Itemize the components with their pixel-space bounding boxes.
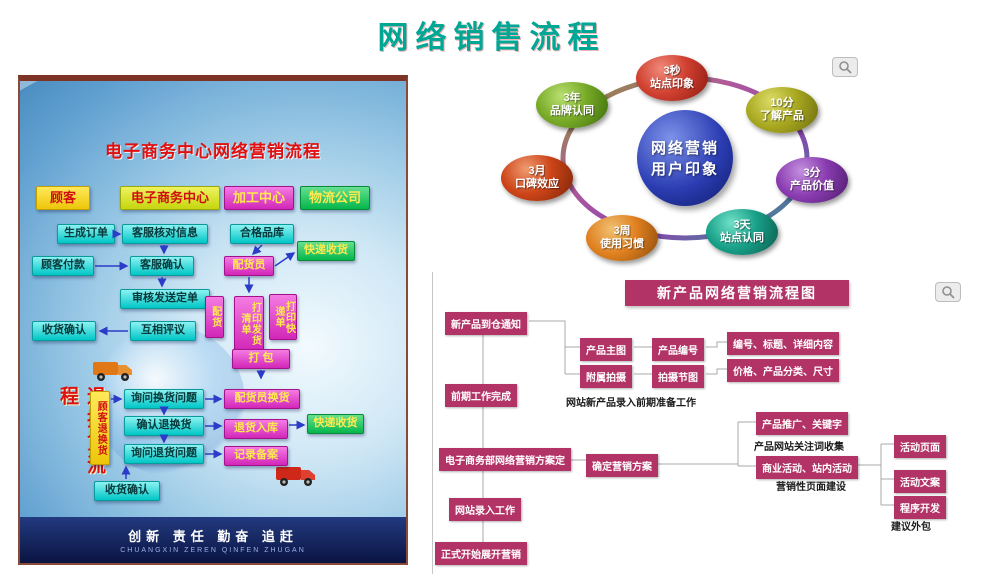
fc-site-entry: 网站录入工作: [449, 498, 521, 521]
fc-confirm-plan: 确定营销方案: [586, 454, 658, 477]
poster-slogan-pinyin: CHUANGXIN ZEREN QINFEN ZHUGAN: [120, 547, 306, 554]
node-label: 站点认同: [720, 232, 764, 244]
returns-customer-return: 顾客退换货: [90, 391, 110, 465]
cycle-node-3mo: 3月 口碑效应: [501, 155, 573, 201]
cycle-center-line1: 网络营销: [650, 140, 719, 157]
node-label: 口碑效应: [515, 178, 559, 190]
node-label: 站点印象: [650, 78, 694, 90]
zoom-icon[interactable]: [832, 57, 858, 77]
cycle-node-3min: 3分 产品价值: [776, 157, 848, 203]
fc-promo-keywords: 产品推广、关键字: [756, 412, 848, 435]
node-time: 3年: [563, 91, 581, 104]
flow-pack: 打 包: [232, 349, 290, 369]
flow-express-receive: 快递收货: [297, 241, 355, 261]
fc-shoot-detail: 拍摄节图: [652, 365, 704, 388]
fc-extra-shoot: 附属拍摄: [580, 365, 632, 388]
node-time: 3月: [528, 164, 546, 177]
returns-record-file: 记录备案: [224, 446, 288, 466]
fc-prep-note: 网站新产品录入前期准备工作: [566, 398, 696, 409]
poster-title: 电子商务中心网络营销流程: [105, 142, 321, 161]
fc-dev: 程序开发: [894, 496, 946, 519]
fc-launch: 正式开始展开营销: [435, 542, 527, 565]
returns-ask-return: 询问退货问题: [124, 444, 204, 464]
node-label: 使用习惯: [600, 238, 644, 250]
fc-price-category: 价格、产品分类、尺寸: [727, 359, 839, 382]
fc-no-title-detail: 编号、标题、详细内容: [727, 332, 839, 355]
cycle-node-10m: 10分 了解产品: [746, 87, 818, 133]
cycle-node-3d: 3天 站点认同: [706, 209, 778, 255]
returns-ask-exchange: 询问换货问题: [124, 389, 204, 409]
zoom-icon[interactable]: [935, 282, 961, 302]
cycle-center: 网络营销 用户印象: [637, 110, 733, 206]
flow-print-express-sheet: 打印快递单: [269, 294, 297, 340]
node-label: 品牌认同: [550, 105, 594, 117]
flow-create-order: 生成订单: [57, 224, 115, 244]
fc-arrival: 新产品到仓通知: [445, 312, 527, 335]
node-time: 10分: [770, 96, 794, 109]
poster-footer: 创新 责任 勤奋 追赶 CHUANGXIN ZEREN QINFEN ZHUGA…: [20, 517, 406, 563]
fc-marketing-pages: 营销性页面建设: [776, 482, 846, 493]
new-product-marketing-flowchart: 新产品网络营销流程图 新产品到仓通知 前期工作完成 电子商务部网络营销方案定 网…: [432, 272, 978, 574]
cycle-node-3y: 3年 品牌认同: [536, 82, 608, 128]
cycle-center-line2: 用户印象: [650, 161, 719, 178]
flow-audit-send-order: 审核发送定单: [120, 289, 210, 309]
fc-prep-done: 前期工作完成: [445, 384, 517, 407]
lane-processing: 加工中心: [224, 186, 294, 210]
delivery-truck-icon: [276, 467, 315, 486]
flow-verify-info: 客服核对信息: [122, 224, 208, 244]
flow-pick-goods: 配货: [205, 296, 224, 338]
flow-picker: 配货员: [224, 256, 274, 276]
lane-logistics: 物流公司: [300, 186, 370, 210]
node-time: 3分: [803, 166, 821, 179]
flow-print-delivery-list: 打印发货清单: [234, 296, 264, 352]
node-time: 3秒: [663, 64, 681, 77]
returns-express-receive: 快递收货: [307, 414, 364, 434]
flow-receive-confirm: 收货确认: [32, 321, 96, 341]
fc-activity-copy: 活动文案: [894, 470, 946, 493]
lane-ecommerce: 电子商务中心: [120, 186, 220, 210]
returns-receive-confirm: 收货确认: [94, 481, 160, 501]
node-time: 3周: [613, 224, 631, 237]
fc-activity-page: 活动页面: [894, 435, 946, 458]
fc-product-no: 产品编号: [652, 338, 704, 361]
cycle-node-3w: 3周 使用习惯: [586, 215, 658, 261]
returns-confirm-return: 确认退换货: [124, 416, 204, 436]
ecommerce-flow-poster: 电子商务中心网络营销流程 顾客 电子商务中心 加工中心 物流公司 生成订单 客服…: [18, 75, 408, 565]
fc-biz-activity: 商业活动、站内活动: [756, 456, 858, 479]
flow-qualified-store: 合格品库: [230, 224, 294, 244]
cycle-node-3s: 3秒 站点印象: [636, 55, 708, 101]
fc-outsource: 建议外包: [891, 522, 931, 533]
flow-service-confirm: 客服确认: [130, 256, 194, 276]
fc-keyword-collect: 产品网站关注词收集: [754, 442, 844, 453]
poster-slogan: 创新 责任 勤奋 追赶: [128, 529, 298, 544]
node-label: 了解产品: [760, 110, 804, 122]
delivery-truck-icon: [93, 362, 132, 381]
node-time: 3天: [733, 218, 751, 231]
fc-main-pic: 产品主图: [580, 338, 632, 361]
returns-picker-exchange: 配货员换货: [224, 389, 300, 409]
user-impression-cycle: 网络营销 用户印象 3秒 站点印象 10分 了解产品 3分 产品价值 3天 站点…: [480, 55, 876, 267]
page-title: 网络销售流程: [377, 20, 606, 55]
flowchart-title: 新产品网络营销流程图: [625, 280, 849, 306]
fc-plan-set: 电子商务部网络营销方案定: [439, 448, 571, 471]
flow-mutual-review: 互相评议: [130, 321, 196, 341]
flow-customer-pay: 顾客付款: [32, 256, 94, 276]
node-label: 产品价值: [790, 180, 834, 192]
returns-return-warehouse: 退货入库: [224, 419, 288, 439]
lane-customer: 顾客: [36, 186, 90, 210]
